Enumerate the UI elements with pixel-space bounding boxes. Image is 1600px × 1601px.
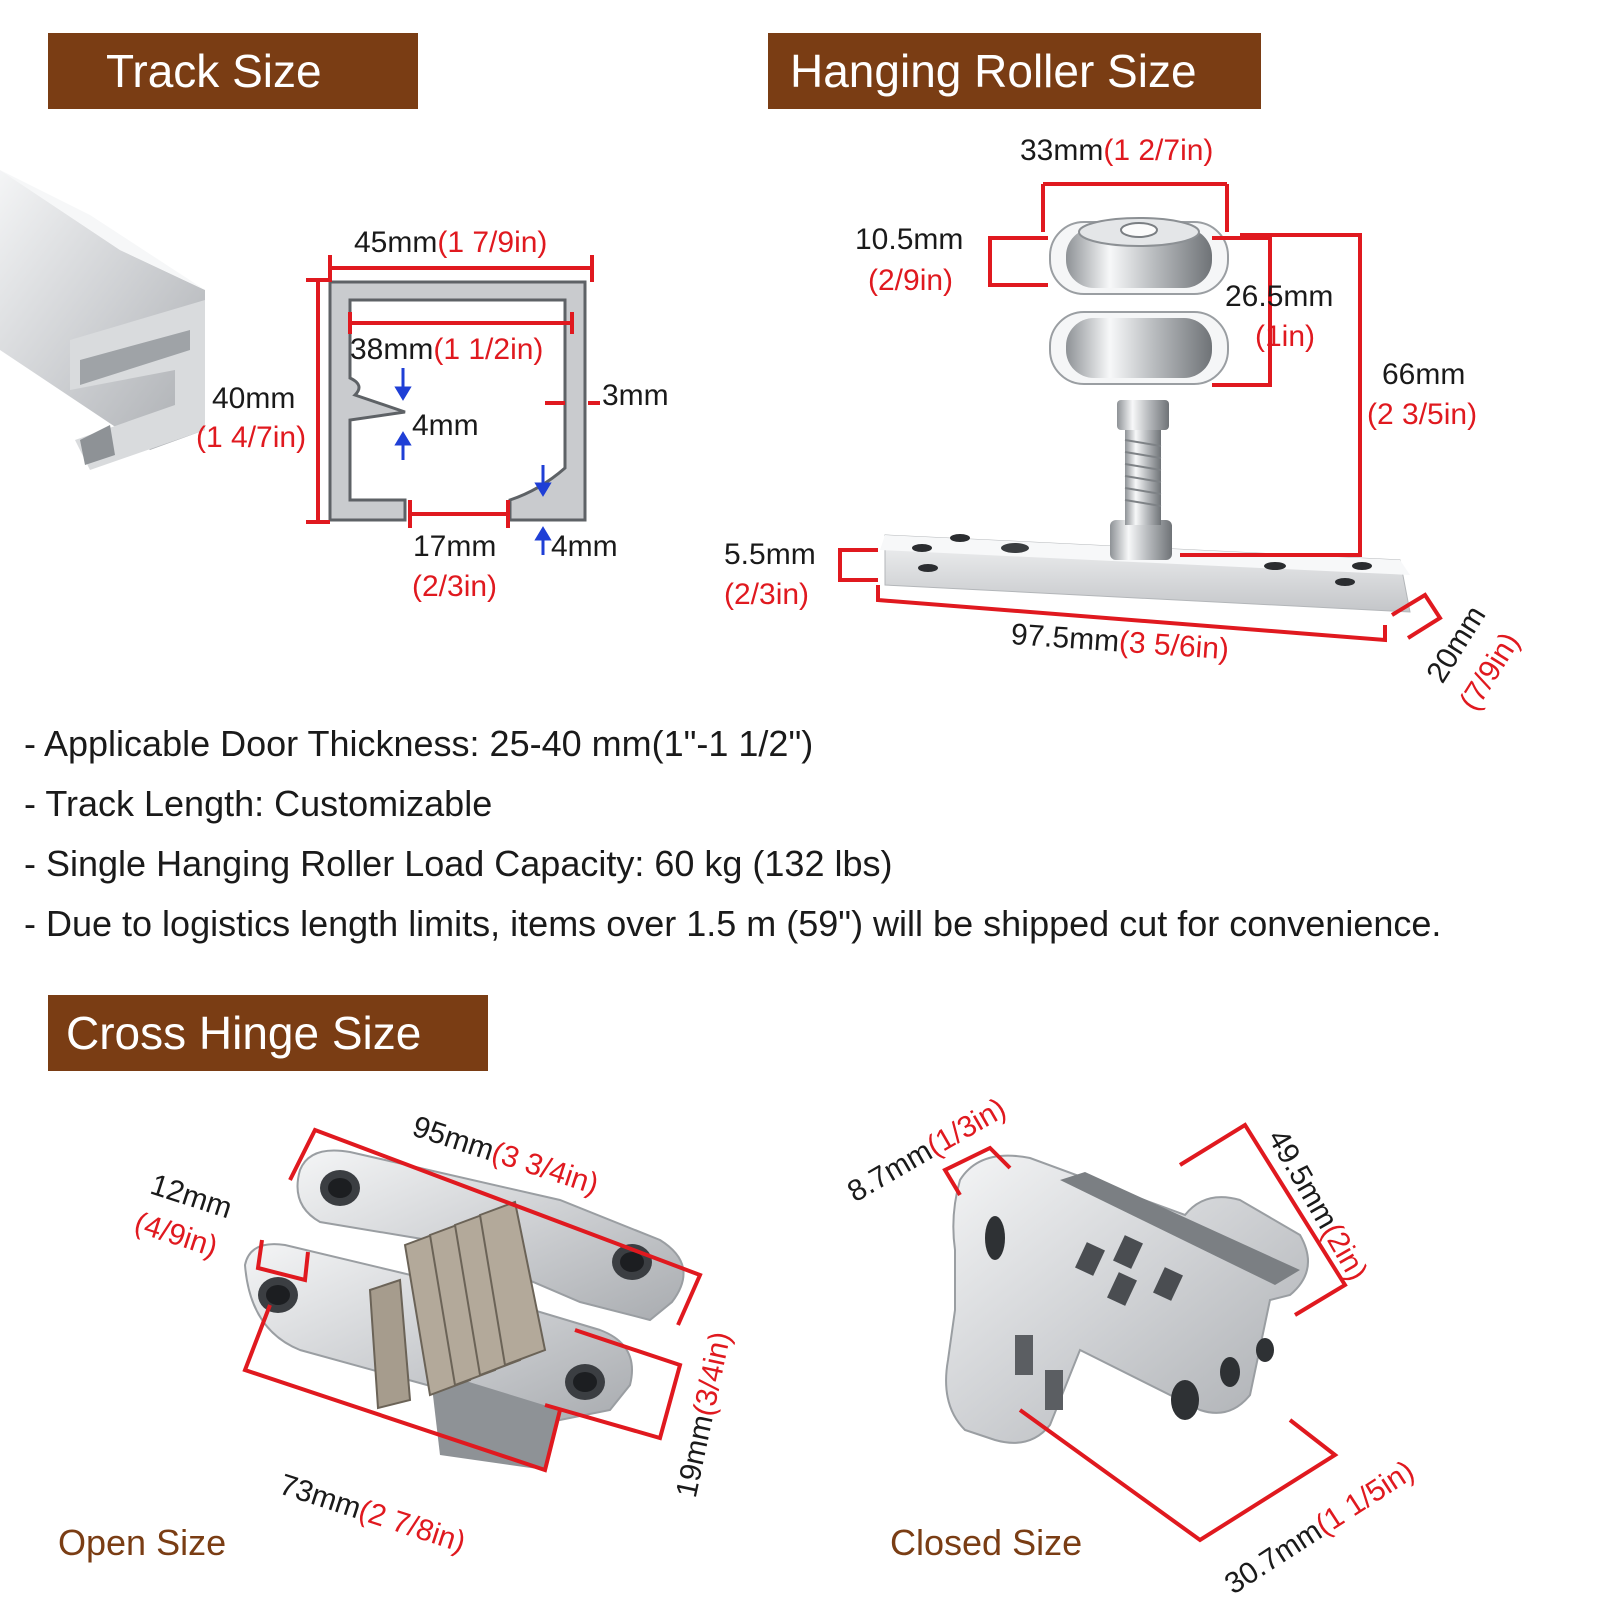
track-lip-b-label: 4mm — [551, 530, 618, 563]
roller-wheel-width-mm: 10.5mm — [855, 223, 964, 256]
roller-plate-thick-mm: 5.5mm — [724, 538, 816, 571]
open-hinge-dimension-lines — [242, 1127, 703, 1473]
roller-pair-mm: 26.5mm — [1225, 280, 1334, 313]
track-width-in: (1 7/9in) — [437, 226, 548, 259]
closed-hinge-dimension-lines — [942, 1122, 1348, 1543]
roller-pair-in: (1in) — [1255, 320, 1316, 353]
track-wall-label: 3mm — [602, 379, 669, 412]
roller-wheel-mm: 33mm — [1020, 134, 1104, 167]
track-inner-in: (1 1/2in) — [433, 333, 544, 366]
spec-door-thickness: - Applicable Door Thickness: 25-40 mm(1"… — [24, 723, 814, 764]
track-height-mm: 40mm — [212, 382, 296, 415]
spec-load-capacity: - Single Hanging Roller Load Capacity: 6… — [24, 843, 893, 884]
roller-size-banner: Hanging Roller Size — [768, 33, 1261, 109]
track-blue-arrows — [394, 368, 552, 555]
track-slot-in: (2/3in) — [412, 570, 498, 603]
spec-shipping-note: - Due to logistics length limits, items … — [24, 903, 1442, 944]
closed-size-caption: Closed Size — [890, 1522, 1083, 1563]
roller-total-mm: 66mm — [1382, 358, 1466, 391]
track-profile-photo — [0, 170, 205, 470]
track-height-in: (1 4/7in) — [196, 421, 307, 454]
track-dimension-lines — [306, 255, 600, 528]
open-size-caption: Open Size — [58, 1522, 227, 1563]
roller-wheel-width-in: (2/9in) — [868, 264, 954, 297]
track-width-label: 45mm(1 7/9in) — [354, 228, 547, 258]
track-lip-a-label: 4mm — [412, 409, 479, 442]
roller-dimension-lines — [838, 182, 1443, 643]
roller-plate-thick-in: (2/3in) — [724, 578, 810, 611]
hanging-roller-photo — [880, 217, 1411, 613]
roller-total-in: (2 3/5in) — [1367, 398, 1478, 431]
spec-track-length: - Track Length: Customizable — [24, 783, 493, 824]
track-width-mm: 45mm — [354, 226, 438, 259]
track-inner-label: 38mm(1 1/2in) — [350, 335, 543, 365]
roller-wheel-label: 33mm(1 2/7in) — [1020, 136, 1213, 166]
track-size-banner: Track Size — [48, 33, 418, 109]
closed-hinge-photo — [945, 1154, 1309, 1444]
roller-wheel-in: (1 2/7in) — [1103, 134, 1214, 167]
track-cross-section — [328, 280, 587, 522]
hinge-size-banner: Cross Hinge Size — [48, 995, 488, 1071]
open-hinge-photo — [243, 1149, 685, 1470]
track-inner-mm: 38mm — [350, 333, 434, 366]
track-slot-mm: 17mm — [413, 530, 497, 563]
